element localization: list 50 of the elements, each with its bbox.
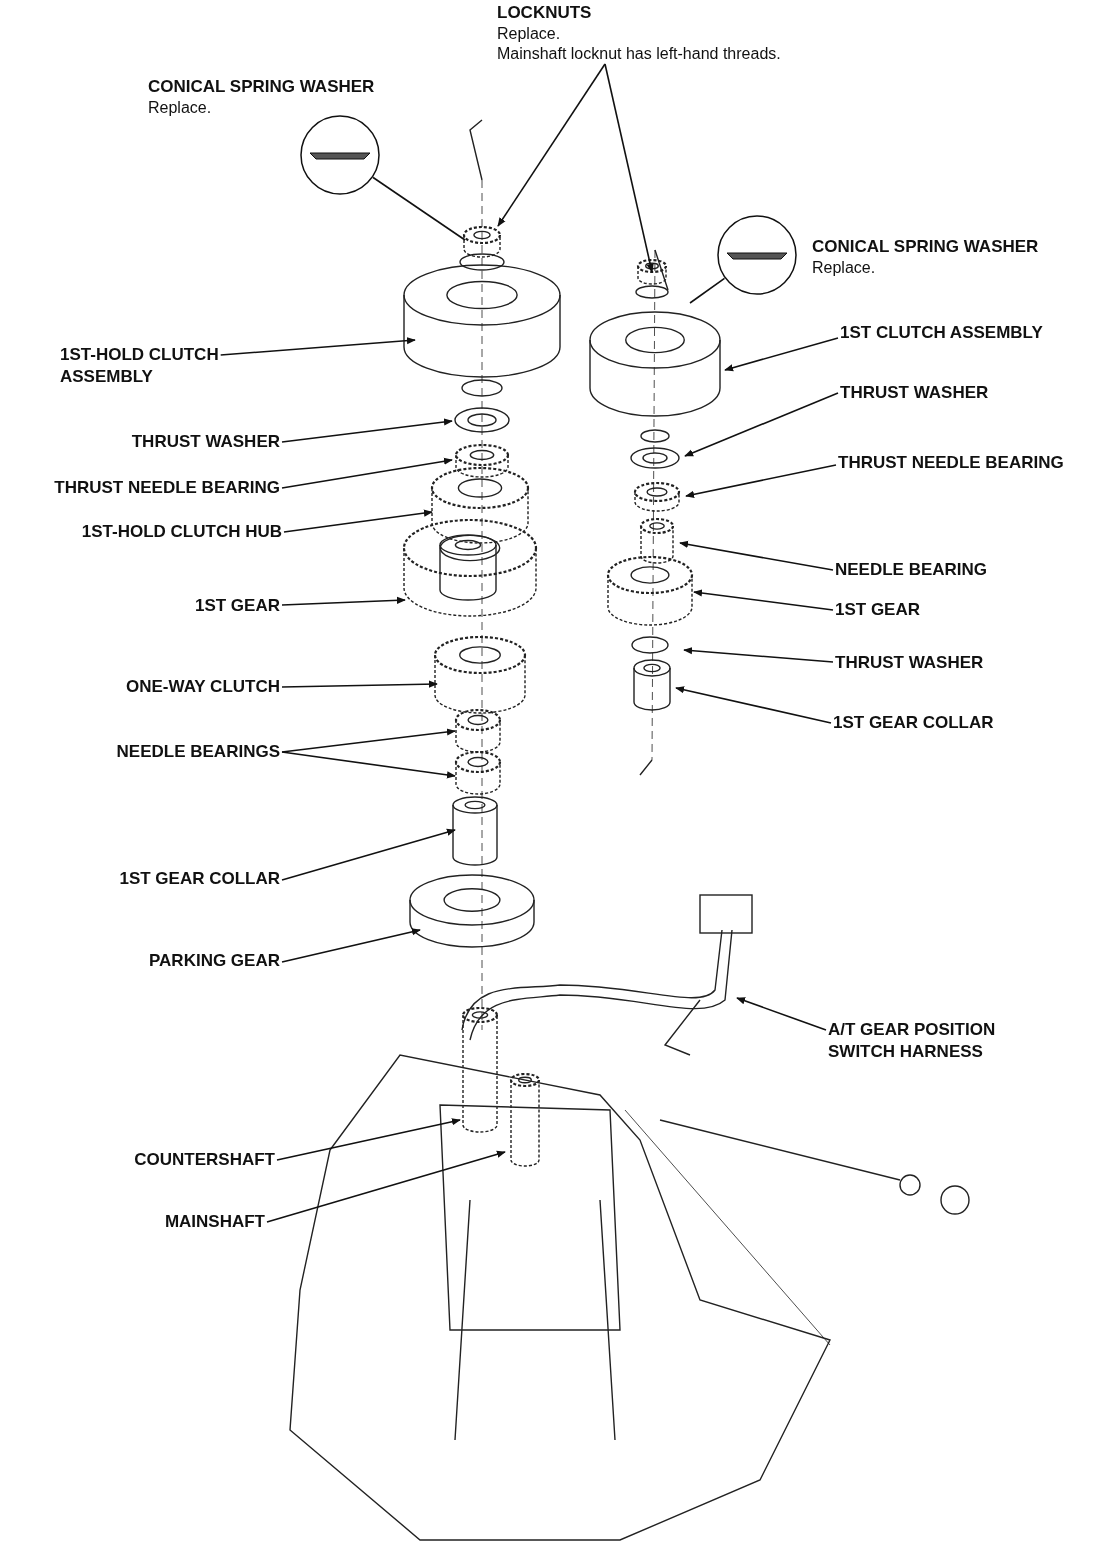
leader-line <box>675 686 832 724</box>
part-label: THRUST WASHER <box>840 382 989 404</box>
leader-line <box>281 596 406 606</box>
leader-line <box>281 751 456 779</box>
leader-line <box>684 392 839 457</box>
leader-line <box>736 997 827 1031</box>
leader-line <box>281 728 456 753</box>
part-label: MAINSHAFT <box>164 1211 265 1233</box>
part-label: 1ST GEAR COLLAR <box>833 712 994 734</box>
part-label: PARKING GEAR <box>149 950 280 972</box>
leader-line <box>683 647 834 663</box>
part-label: ONE-WAY CLUTCH <box>126 676 280 698</box>
part-label: 1ST-HOLD CLUTCH HUB <box>81 521 282 543</box>
leader-line <box>685 464 837 498</box>
leader-line <box>266 1150 506 1223</box>
part-label: CONICAL SPRING WASHER <box>812 236 1039 258</box>
part-label: 1ST GEAR <box>835 599 921 621</box>
leader-line <box>281 457 453 489</box>
leader-line <box>679 540 834 571</box>
leader-line <box>219 337 416 356</box>
part-label: 1ST GEAR COLLAR <box>119 868 280 890</box>
part-label: A/T GEAR POSITION SWITCH HARNESS <box>828 1019 997 1063</box>
part-label: THRUST WASHER <box>835 652 984 674</box>
note-text: Replace. <box>148 98 212 118</box>
part-label: CONICAL SPRING WASHER <box>148 76 375 98</box>
leader-line <box>281 418 453 443</box>
leader-line <box>281 680 438 688</box>
leader-line <box>281 928 421 963</box>
leader-line <box>497 63 606 227</box>
part-label: 1ST GEAR <box>194 595 280 617</box>
part-label: 1ST CLUTCH ASSEMBLY <box>840 322 1043 344</box>
part-label: THRUST NEEDLE BEARING <box>54 477 280 499</box>
leader-line <box>689 277 726 304</box>
leader-line <box>372 176 466 241</box>
note-text: Replace. <box>812 258 876 278</box>
note-text: Replace. <box>497 24 561 44</box>
part-label: THRUST NEEDLE BEARING <box>838 452 1064 474</box>
part-label: COUNTERSHAFT <box>134 1149 275 1171</box>
leader-line <box>604 63 654 273</box>
part-label: 1ST-HOLD CLUTCH ASSEMBLY <box>60 344 220 388</box>
part-label: THRUST WASHER <box>131 431 280 453</box>
leader-line <box>693 589 834 611</box>
leader-line <box>283 509 433 533</box>
leader-line <box>281 828 456 881</box>
leader-line <box>724 337 839 372</box>
part-label: LOCKNUTS <box>497 2 592 24</box>
note-text: Mainshaft locknut has left-hand threads. <box>497 44 781 64</box>
part-label: NEEDLE BEARING <box>835 559 988 581</box>
part-label: NEEDLE BEARINGS <box>116 741 280 763</box>
leader-line <box>276 1118 461 1161</box>
